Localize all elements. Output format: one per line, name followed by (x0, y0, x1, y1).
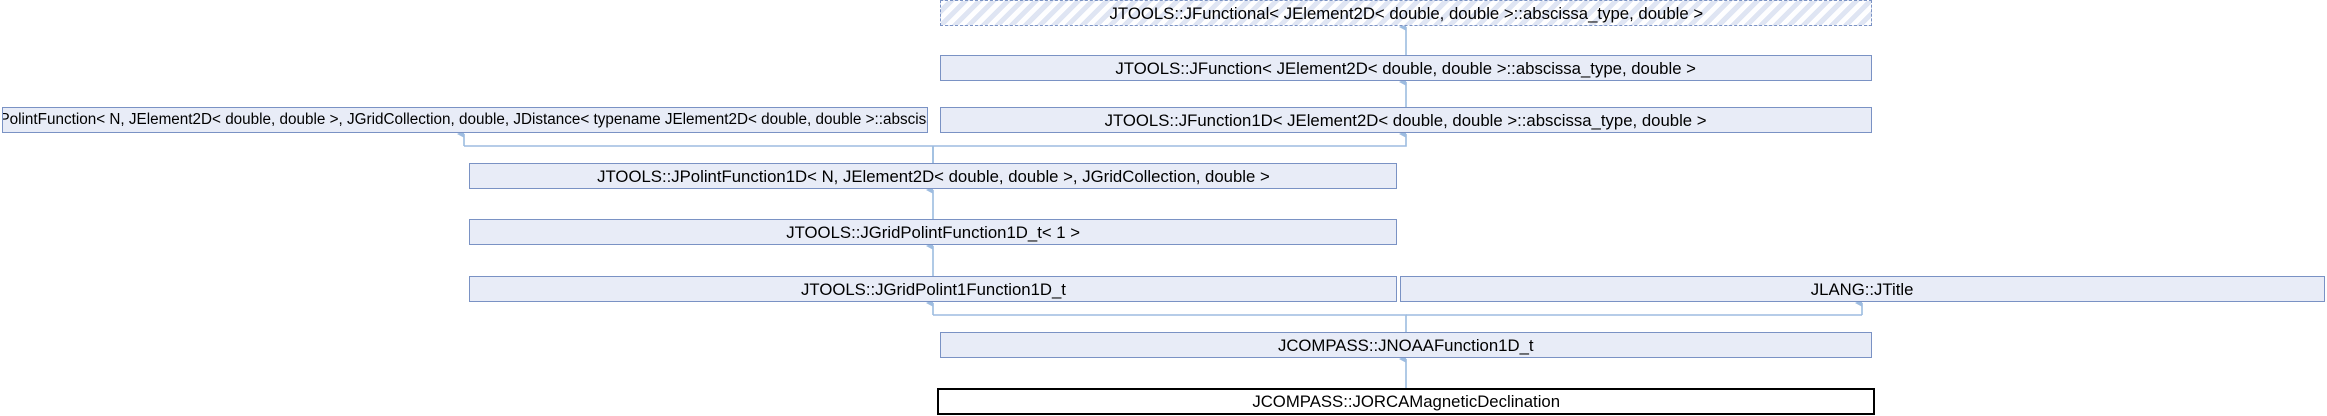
class-node-jtools-jfunctional[interactable]: JTOOLS::JFunctional< JElement2D< double,… (940, 0, 1872, 26)
class-node-label: JTOOLS::JGridPolintFunction1D_t< 1 > (786, 222, 1080, 242)
edge-jtitle-jnoaafunction1d-t (1406, 299, 1863, 316)
class-node-label: JTOOLS::JFunctional< JElement2D< double,… (1109, 3, 1703, 23)
edge-jgridpolint1function1d-t-jnoaafunction1d-t (926, 299, 1407, 332)
class-node-jtools-jfunction1d[interactable]: JTOOLS::JFunction1D< JElement2D< double,… (940, 107, 1872, 133)
class-node-label: JTOOLS::JGridPolint1Function1D_t (800, 279, 1066, 299)
class-node-jtools-jpolintfunction1d[interactable]: JTOOLS::JPolintFunction1D< N, JElement2D… (469, 163, 1397, 189)
class-node-jtools-jpolintfunction[interactable]: JTOOLS::JPolintFunction< N, JElement2D< … (2, 107, 928, 133)
class-node-label: JCOMPASS::JORCAMagneticDeclination (1252, 392, 1560, 411)
edge-jpolintfunction-jpolintfunction1d (457, 130, 934, 163)
class-node-label: JTOOLS::JPolintFunction< N, JElement2D< … (3, 111, 927, 129)
class-node-jcompass-jorcamagneticdeclination[interactable]: JCOMPASS::JORCAMagneticDeclination (937, 388, 1875, 415)
class-node-jtools-jgridpolint1function1d-t[interactable]: JTOOLS::JGridPolint1Function1D_t (469, 276, 1397, 302)
class-node-jcompass-jnoaafunction1d-t[interactable]: JCOMPASS::JNOAAFunction1D_t (940, 332, 1872, 358)
class-node-label: JTOOLS::JPolintFunction1D< N, JElement2D… (596, 166, 1270, 186)
class-node-jtools-jfunction[interactable]: JTOOLS::JFunction< JElement2D< double, d… (940, 55, 1872, 81)
class-node-jtools-jgridpolintfunction1d-t[interactable]: JTOOLS::JGridPolintFunction1D_t< 1 > (469, 219, 1397, 245)
class-node-label: JTOOLS::JFunction1D< JElement2D< double,… (1105, 110, 1707, 130)
edge-jfunction1d-jpolintfunction1d (932, 130, 1407, 163)
class-node-label: JLANG::JTitle (1811, 279, 1914, 299)
class-node-jlang-jtitle[interactable]: JLANG::JTitle (1400, 276, 2325, 302)
class-node-label: JTOOLS::JFunction< JElement2D< double, d… (1115, 58, 1697, 78)
class-node-label: JCOMPASS::JNOAAFunction1D_t (1278, 335, 1534, 355)
